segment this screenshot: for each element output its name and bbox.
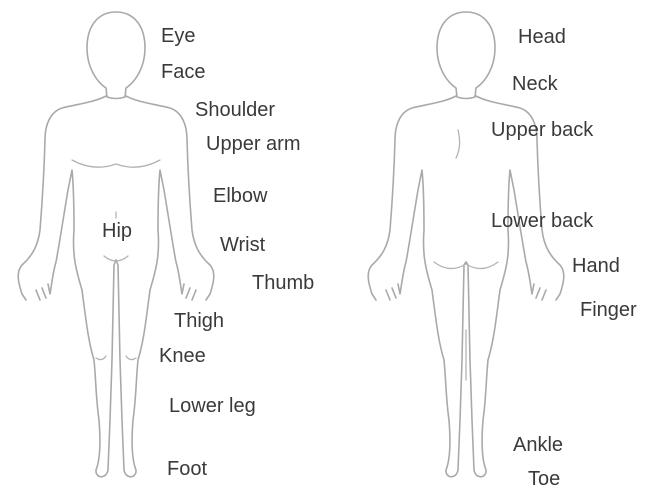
label-face: Face (161, 62, 205, 82)
label-toe: Toe (528, 469, 560, 489)
label-wrist: Wrist (220, 235, 265, 255)
label-finger: Finger (580, 300, 637, 320)
label-upper-back: Upper back (491, 120, 593, 140)
back-spine-line (456, 130, 460, 158)
label-knee: Knee (159, 346, 206, 366)
label-thumb: Thumb (252, 273, 314, 293)
label-shoulder: Shoulder (195, 100, 275, 120)
label-lower-back: Lower back (491, 211, 593, 231)
label-ankle: Ankle (513, 435, 563, 455)
label-neck: Neck (512, 74, 558, 94)
label-elbow: Elbow (213, 186, 267, 206)
back-head-outline (437, 12, 495, 99)
label-hand: Hand (572, 256, 620, 276)
label-hip: Hip (102, 221, 132, 241)
label-upper-arm: Upper arm (206, 134, 300, 154)
label-thigh: Thigh (174, 311, 224, 331)
label-head: Head (518, 27, 566, 47)
back-left-outline (368, 96, 466, 477)
label-lower-leg: Lower leg (169, 396, 256, 416)
label-foot: Foot (167, 459, 207, 479)
label-eye: Eye (161, 26, 195, 46)
back-right-outline (466, 96, 564, 477)
